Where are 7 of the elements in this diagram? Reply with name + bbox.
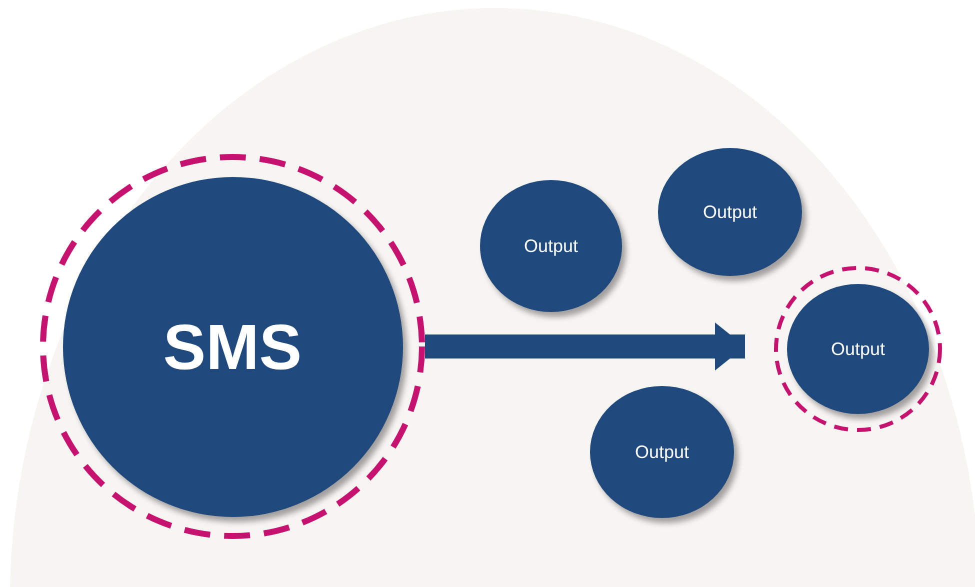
arrow — [425, 322, 745, 370]
node-label: Output — [524, 234, 578, 258]
dashed-ring-circle — [773, 265, 943, 433]
node-label: Output — [634, 440, 690, 464]
node-label: SMS — [163, 314, 302, 378]
node-label: Output — [830, 338, 886, 360]
node-label: Output — [702, 200, 758, 224]
